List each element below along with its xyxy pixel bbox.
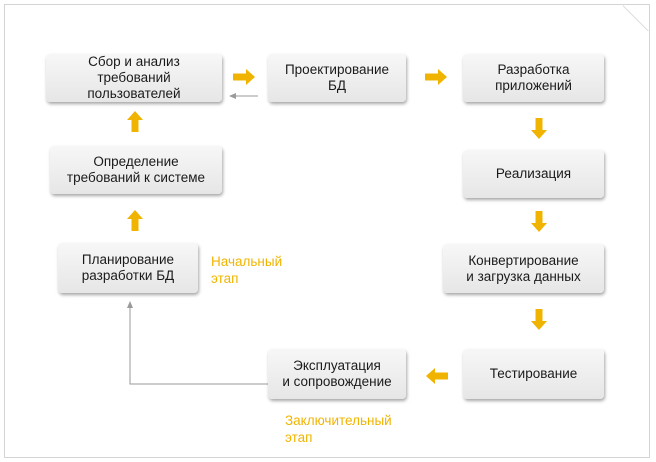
initial-stage-label: Начальный этап — [211, 254, 283, 286]
flow-arrow-down-icon — [531, 309, 547, 330]
final-stage-label: Заключительный этап — [285, 413, 392, 445]
feedback-line-operation-to-planning — [127, 301, 268, 385]
flow-arrow-up-icon — [127, 210, 143, 231]
flow-arrow-up-icon — [127, 111, 143, 132]
flow-arrow-down-icon — [531, 211, 547, 232]
node-testing: Тестирование — [463, 349, 604, 399]
flow-arrow-right-icon — [425, 69, 447, 85]
flow-arrow-right-icon — [233, 69, 255, 85]
flow-arrow-down-icon — [531, 118, 547, 139]
node-requirements-analysis: Сбор и анализ требований пользователей — [46, 54, 222, 102]
node-db-planning: Планирование разработки БД — [58, 243, 198, 293]
node-app-development: Разработка приложений — [463, 54, 604, 102]
node-system-requirements: Определение требований к системе — [50, 146, 222, 194]
node-db-design: Проектирование БД — [268, 54, 406, 102]
feedback-arrow-design-to-requirements — [229, 93, 258, 99]
node-implementation: Реализация — [463, 150, 604, 198]
node-data-conversion: Конвертирование и загрузка данных — [443, 244, 604, 293]
node-operation: Эксплуатация и сопровождение — [268, 349, 406, 399]
flow-arrow-left-icon — [426, 368, 448, 384]
